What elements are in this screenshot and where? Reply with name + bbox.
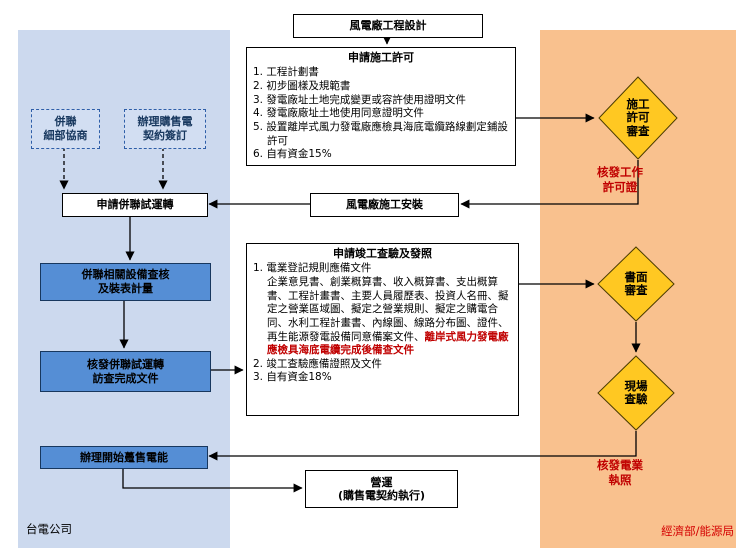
construction-permit-node: 申請施工許可 1. 工程計劃書 2. 初步圖樣及規範書 3. 發電廠址土地完成變…: [246, 47, 516, 166]
equipment-check-node: 併聯相關設備查核 及裝表計量: [40, 263, 211, 301]
completion-title: 申請竣工查驗及發照: [333, 247, 432, 260]
completion-item: 1. 電業登記規則應備文件: [253, 262, 372, 275]
completion-node: 申請竣工查驗及發照 1. 電業登記規則應備文件 企業意見書、創業概算書、收入概算…: [246, 243, 519, 416]
construction-permit-title: 申請施工許可: [348, 51, 414, 64]
completion-item: 3. 自有資金18%: [253, 371, 332, 384]
permit-item: 5. 設置離岸式風力發電廠應檢具海底電纜路線劃定鋪設許可: [253, 120, 508, 147]
permit-item: 4. 發電廠廠址土地使用同意證明文件: [253, 107, 424, 120]
trial-run-doc-node: 核發併聯試運轉 訪查完成文件: [40, 351, 211, 392]
wholesale-start-node: 辦理開始躉售電能: [40, 446, 208, 469]
permit-item: 2. 初步圖樣及規範書: [253, 79, 351, 92]
permit-review-decision: 施工 許可 審查: [598, 76, 678, 160]
permit-item: 6. 自有資金15%: [253, 148, 332, 161]
detail-negotiation-node: 併聯 細部協商: [31, 109, 100, 149]
completion-item: 2. 竣工查驗應備證照及文件: [253, 357, 382, 370]
permit-review-label: 施工 許可 審查: [626, 97, 650, 138]
completion-item-detail: 企業意見書、創業概算書、收入概算書、支出概算書、工程計畫書、主要人員履歷表、投資…: [253, 276, 512, 358]
document-review-decision: 書面 審查: [597, 246, 675, 322]
document-review-label: 書面 審查: [624, 269, 648, 297]
ppa-signing-node: 辦理購售電 契約簽訂: [124, 109, 206, 149]
completion-detail-red: 離岸式風力發電廠應檢具海底電纜完成後備查文件: [267, 330, 509, 357]
installation-node: 風電廠施工安裝: [310, 193, 459, 217]
site-inspection-label: 現場 查驗: [624, 378, 648, 406]
taipower-lane-label: 台電公司: [26, 522, 72, 536]
license-note: 核發電業 執照: [597, 458, 643, 487]
work-permit-note: 核發工作 許可證: [597, 165, 643, 194]
site-inspection-decision: 現場 查驗: [597, 355, 675, 431]
design-node: 風電廠工程設計: [293, 14, 483, 38]
operation-node: 營運 (購售電契約執行): [305, 470, 458, 508]
permit-item: 1. 工程計劃書: [253, 66, 319, 79]
permit-item: 3. 發電廠址土地完成變更或容許使用證明文件: [253, 93, 466, 106]
trial-run-apply-node: 申請併聯試運轉: [62, 193, 208, 217]
completion-detail-black: 企業意見書、創業概算書、收入概算書、支出概算書、工程計畫書、主要人員履歷表、投資…: [267, 275, 509, 343]
moea-lane-label: 經濟部/能源局: [661, 524, 734, 538]
